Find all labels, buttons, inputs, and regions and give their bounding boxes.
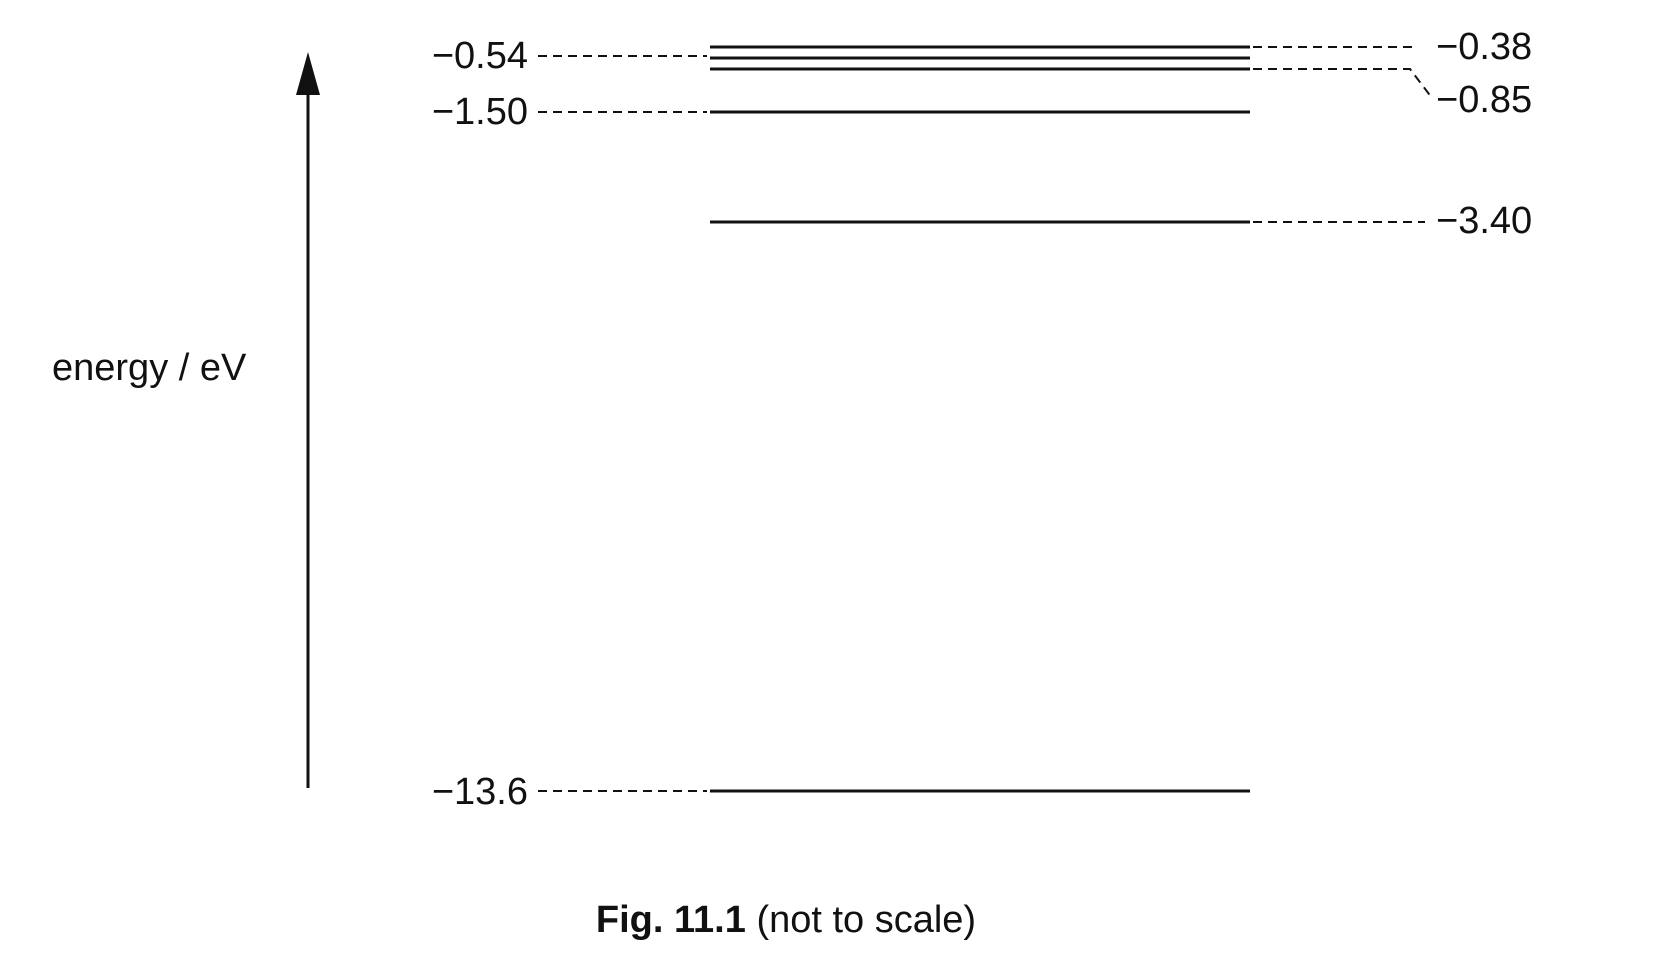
level-label-038: −0.38	[1436, 26, 1532, 68]
level-label-150: −1.50	[432, 91, 528, 133]
level-label-340: −3.40	[1436, 200, 1532, 242]
figure-number: Fig. 11.1	[596, 899, 746, 941]
level-label-136: −13.6	[432, 771, 528, 813]
level-label-054: −0.54	[432, 35, 528, 77]
figure-note: (not to scale)	[756, 899, 976, 941]
leader-right-085	[1253, 68, 1433, 99]
energy-axis-label: energy / eV	[52, 347, 247, 389]
figure-caption: Fig. 11.1 (not to scale)	[596, 899, 976, 941]
level-label-085: −0.85	[1436, 79, 1532, 121]
energy-axis-arrowhead-icon	[296, 52, 320, 95]
